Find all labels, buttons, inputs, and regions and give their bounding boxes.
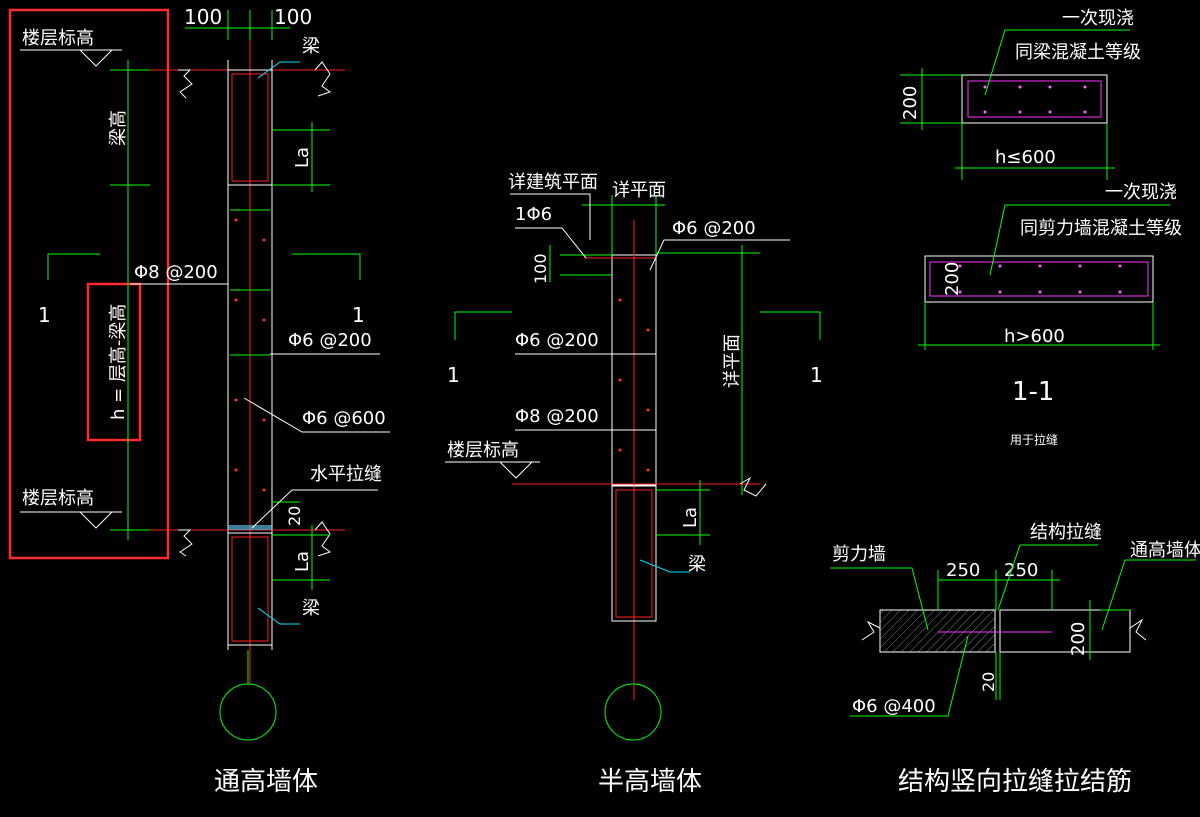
- cast-once-top: 一次现浇: [1062, 8, 1134, 29]
- section-mark-right-1: 1: [352, 303, 365, 327]
- dim-100-middle: 100: [531, 253, 550, 284]
- shear-wall-label: 剪力墙: [832, 544, 886, 565]
- rebar-phi6-200: Φ6 @200: [288, 330, 372, 351]
- title-half-height-wall: 半高墙体: [598, 767, 702, 797]
- see-plan-side: 详平面: [722, 334, 743, 388]
- dim-200-top: 200: [900, 86, 921, 120]
- beam-label-bottom: 梁: [302, 598, 320, 619]
- dim-20-left: 20: [285, 506, 304, 526]
- section-1-1-detail: 200 h≤600 一次现浇 同梁混凝土等级 200 h>600 一次现浇 同剪…: [900, 8, 1182, 447]
- dim-250-right: 250: [1004, 560, 1038, 581]
- dim-200-bottom: 200: [942, 262, 963, 296]
- la-top: La: [292, 147, 313, 168]
- vertical-joint-detail: 250 250 200 20 剪力墙 结构拉缝 通高墙体 Φ6 @400 结构竖…: [830, 522, 1200, 797]
- h-formula-label: h = 层高-梁高: [108, 304, 129, 420]
- floor-level-top: 楼层标高: [22, 28, 94, 49]
- same-beam-grade: 同梁混凝土等级: [1015, 42, 1141, 63]
- beam-height-label: 梁高: [108, 110, 129, 146]
- rebar-phi8-200: Φ8 @200: [134, 262, 218, 283]
- dim-200-joint: 200: [1068, 622, 1089, 656]
- axis-circle-middle: [604, 683, 662, 741]
- see-arch-plan: 详建筑平面: [508, 172, 598, 193]
- structural-joint-label: 结构拉缝: [1030, 522, 1102, 543]
- rebar-phi6-400: Φ6 @400: [852, 696, 936, 717]
- cast-once-bottom: 一次现浇: [1105, 182, 1177, 203]
- floor-level-bottom: 楼层标高: [22, 488, 94, 509]
- rebar-1phi6: 1Φ6: [515, 204, 552, 225]
- rebar-phi6-600: Φ6 @600: [302, 408, 386, 429]
- section-1-1-label: 1-1: [1012, 377, 1054, 407]
- rebar-phi6-200-right: Φ6 @200: [672, 218, 756, 239]
- same-shear-grade: 同剪力墙混凝土等级: [1020, 218, 1182, 239]
- masonry-dots: [234, 218, 266, 492]
- h-gt-600: h>600: [1004, 326, 1065, 347]
- dim-100-right: 100: [274, 5, 312, 29]
- floor-level-middle: 楼层标高: [447, 440, 519, 461]
- section-mark-middle-left: 1: [447, 363, 460, 387]
- see-plan-top: 详平面: [612, 180, 666, 201]
- rebar-phi8-200: Φ8 @200: [515, 406, 599, 427]
- used-for-joint-label: 用于拉缝: [1010, 432, 1058, 447]
- dim-100-left: 100: [184, 5, 222, 29]
- section-mark-middle-right: 1: [810, 363, 823, 387]
- axis-circle-left: [219, 683, 277, 741]
- la-bottom: La: [292, 551, 313, 572]
- rebar-phi6-200-left: Φ6 @200: [515, 330, 599, 351]
- full-height-wall-label: 通高墙体: [1130, 540, 1200, 561]
- half-height-wall-detail: 详平面 详建筑平面 1Φ6 100 详平面 Φ6 @200 Φ6 @200 Φ8…: [445, 172, 823, 797]
- dim-250-left: 250: [946, 560, 980, 581]
- horizontal-joint-label: 水平拉缝: [310, 464, 382, 485]
- la-middle: La: [680, 507, 701, 528]
- section-mark-left-1: 1: [38, 303, 51, 327]
- beam-label-middle: 梁: [688, 554, 706, 575]
- title-joint-detail: 结构竖向拉缝拉结筋: [898, 767, 1132, 797]
- highlight-box-formula: [86, 282, 142, 442]
- dim-20-joint: 20: [979, 672, 998, 692]
- full-height-wall-detail: 100 100: [8, 5, 390, 797]
- title-full-height-wall: 通高墙体: [214, 767, 318, 797]
- h-le-600: h≤600: [995, 147, 1056, 168]
- beam-label-top: 梁: [302, 36, 320, 57]
